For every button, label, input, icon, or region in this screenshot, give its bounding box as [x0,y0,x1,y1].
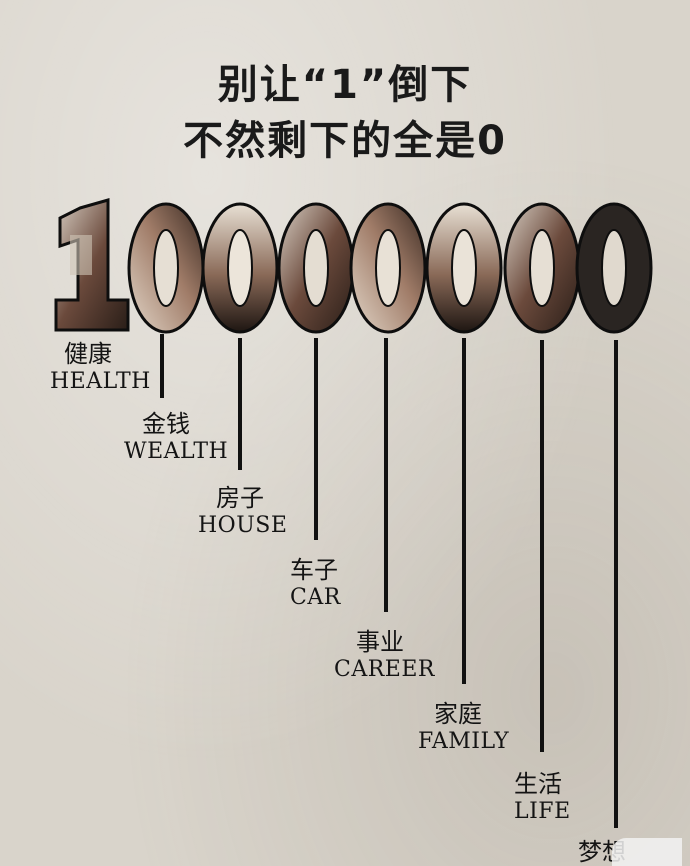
label-house: 房子 HOUSE [198,484,288,538]
digit-zero-1 [127,202,205,334]
label-life: 生活 LIFE [514,770,571,824]
digit-zero-3 [277,202,355,334]
watermark-badge [612,838,682,866]
label-wealth: 金钱 WEALTH [124,410,229,464]
digit-zero-5 [425,202,503,334]
digit-zero-4 [349,202,427,334]
label-health: 健康 HEALTH [50,340,151,394]
digit-zero-2 [201,202,279,334]
digit-one [54,198,130,332]
label-car: 车子 CAR [290,556,341,610]
label-family: 家庭 FAMILY [418,700,510,754]
digit-zero-6 [503,202,581,334]
digit-zero-7 [575,202,653,334]
label-career: 事业 CAREER [334,628,435,682]
title-line-1: 别让“1”倒下 [217,62,473,108]
title-line-2: 不然剩下的全是0 [183,118,507,164]
